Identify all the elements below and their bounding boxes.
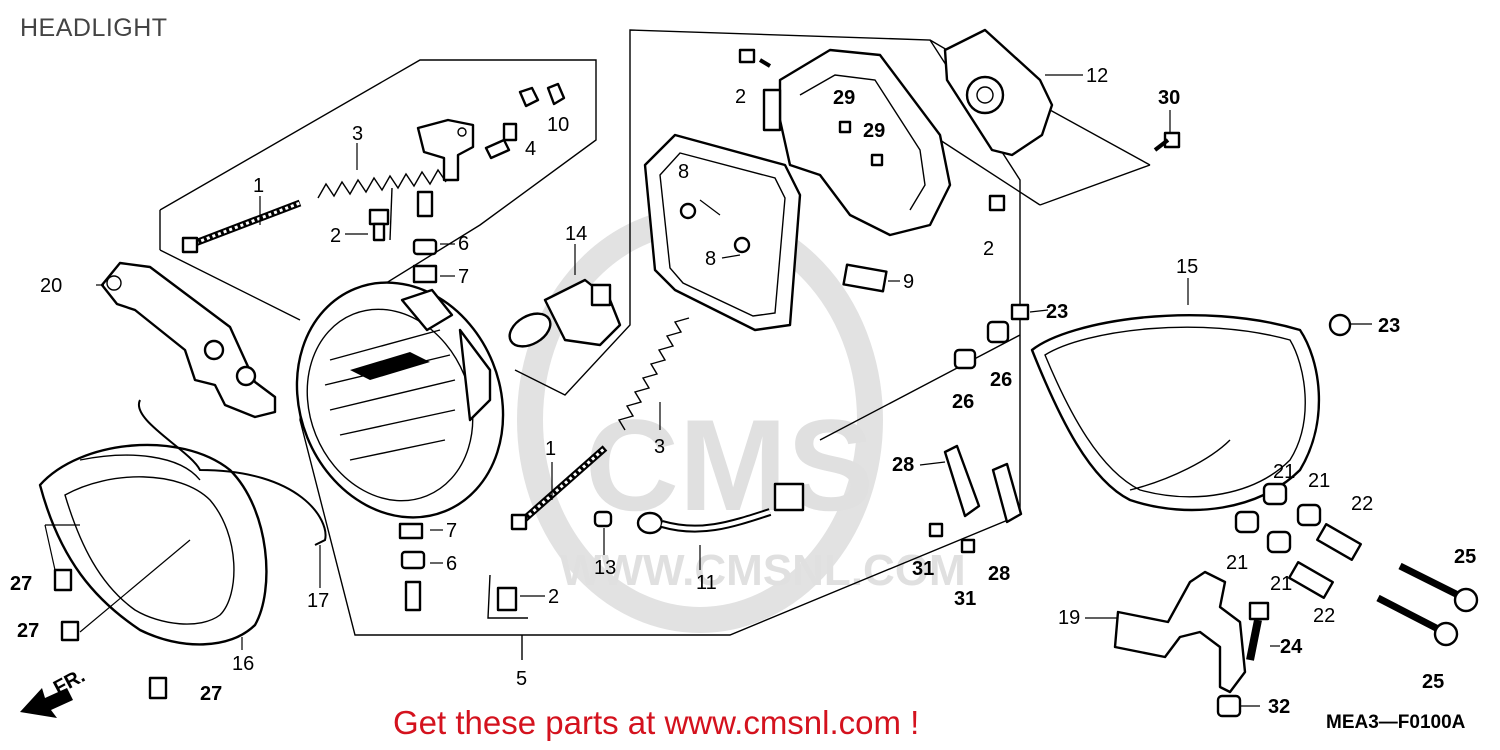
callout-31b: 31 (954, 588, 976, 610)
diagram-code: MEA3—F0100A (1326, 712, 1466, 733)
promo-link-text[interactable]: Get these parts at www.cmsnl.com ! (393, 704, 920, 741)
callout-labels: 1 1 2 2 2 2 3 3 4 5 6 6 7 7 8 8 9 10 11 … (10, 65, 1476, 718)
callout-5: 5 (516, 668, 527, 690)
callout-27b: 27 (17, 620, 39, 642)
watermark-logo: CMS (585, 392, 874, 538)
screw-30 (1153, 131, 1181, 152)
callout-11: 11 (696, 572, 717, 594)
front-direction-arrow (20, 688, 73, 718)
mounting-bracket-19 (1113, 570, 1247, 694)
callout-31a: 31 (912, 558, 934, 580)
callout-8a: 8 (678, 161, 689, 183)
callout-27a: 27 (10, 573, 32, 595)
callout-4: 4 (525, 138, 536, 160)
screw-27-set (53, 568, 168, 700)
callout-2b: 2 (735, 86, 746, 108)
callout-7a: 7 (458, 266, 469, 288)
callout-22a: 22 (1351, 493, 1373, 515)
callout-26b: 26 (990, 369, 1012, 391)
screw-2a (368, 208, 390, 242)
collar-21-set (1234, 482, 1322, 554)
spring-lower (617, 317, 690, 431)
headlight-visor (38, 443, 268, 646)
adjusting-screw-lower (510, 445, 608, 531)
callout-32: 32 (1268, 696, 1290, 718)
callout-19: 19 (1058, 607, 1080, 629)
spring-upper (317, 168, 447, 199)
callout-26a: 26 (952, 391, 974, 413)
headlight-case-ring (643, 133, 802, 332)
stay-28-set (928, 444, 1023, 554)
headlight-cover-shell (1030, 313, 1321, 512)
headlight-bulb (508, 278, 622, 348)
callout-12: 12 (1086, 65, 1108, 87)
callout-29b: 29 (863, 120, 885, 142)
callout-28a: 28 (892, 454, 914, 476)
callout-20: 20 (40, 275, 62, 297)
callout-17: 17 (307, 590, 329, 612)
watermark-url: WWW.CMSNL.COM (560, 546, 966, 595)
position-light-harness (636, 482, 805, 535)
callout-27c: 27 (200, 683, 222, 705)
callout-7b: 7 (446, 520, 457, 542)
nut-32 (1216, 694, 1242, 718)
callout-10: 10 (547, 114, 569, 136)
callout-2c: 2 (983, 238, 994, 260)
callout-6a: 6 (458, 233, 469, 255)
leader-lines (44, 74, 1372, 707)
callout-21d: 21 (1270, 573, 1292, 595)
callout-6b: 6 (446, 553, 457, 575)
bolt-25-set (1376, 562, 1479, 647)
headlight-rear-cover (943, 28, 1054, 157)
callout-16: 16 (232, 653, 254, 675)
screw-2-lower (496, 586, 518, 612)
headlight-unit (295, 281, 505, 519)
bulb-socket (593, 510, 613, 528)
callout-13: 13 (594, 557, 616, 579)
connector-9 (842, 263, 888, 293)
callout-21b: 21 (1308, 470, 1330, 492)
mounting-bracket-small (416, 118, 475, 182)
callout-3a: 3 (352, 123, 363, 145)
callout-24: 24 (1280, 636, 1303, 658)
page-title: HEADLIGHT (20, 14, 168, 42)
callout-21c: 21 (1226, 552, 1248, 574)
nut-10 (518, 82, 566, 108)
screw-4 (484, 122, 518, 160)
grommet-26-set (953, 320, 1010, 370)
callout-28b: 28 (988, 563, 1010, 585)
callout-14: 14 (565, 223, 587, 245)
callout-21a: 21 (1273, 461, 1295, 483)
callout-3b: 3 (654, 436, 665, 458)
callout-22b: 22 (1313, 605, 1335, 627)
callout-9: 9 (903, 271, 914, 293)
callout-8b: 8 (705, 248, 716, 270)
callout-2d: 2 (548, 586, 559, 608)
callout-2a: 2 (330, 225, 341, 247)
callout-23a: 23 (1046, 301, 1068, 323)
screw-6a (412, 190, 438, 284)
nut-6-lower (400, 550, 426, 612)
wire-17 (137, 399, 327, 546)
callout-23b: 23 (1378, 315, 1400, 337)
bolt-24 (1246, 601, 1270, 661)
callout-29a: 29 (833, 87, 855, 109)
callout-1a: 1 (253, 175, 264, 197)
adjusting-screw-upper (181, 199, 302, 254)
callout-25a: 25 (1454, 546, 1476, 568)
headlight-bracket-20 (100, 261, 277, 419)
screw-23-set (1010, 303, 1352, 337)
callout-30: 30 (1158, 87, 1180, 109)
callout-25b: 25 (1422, 671, 1444, 693)
spacer-22-set (1287, 523, 1363, 599)
callout-1b: 1 (545, 438, 556, 460)
headlight-case-upper (738, 48, 1006, 237)
callout-15: 15 (1176, 256, 1198, 278)
nut-7-lower (398, 522, 424, 540)
